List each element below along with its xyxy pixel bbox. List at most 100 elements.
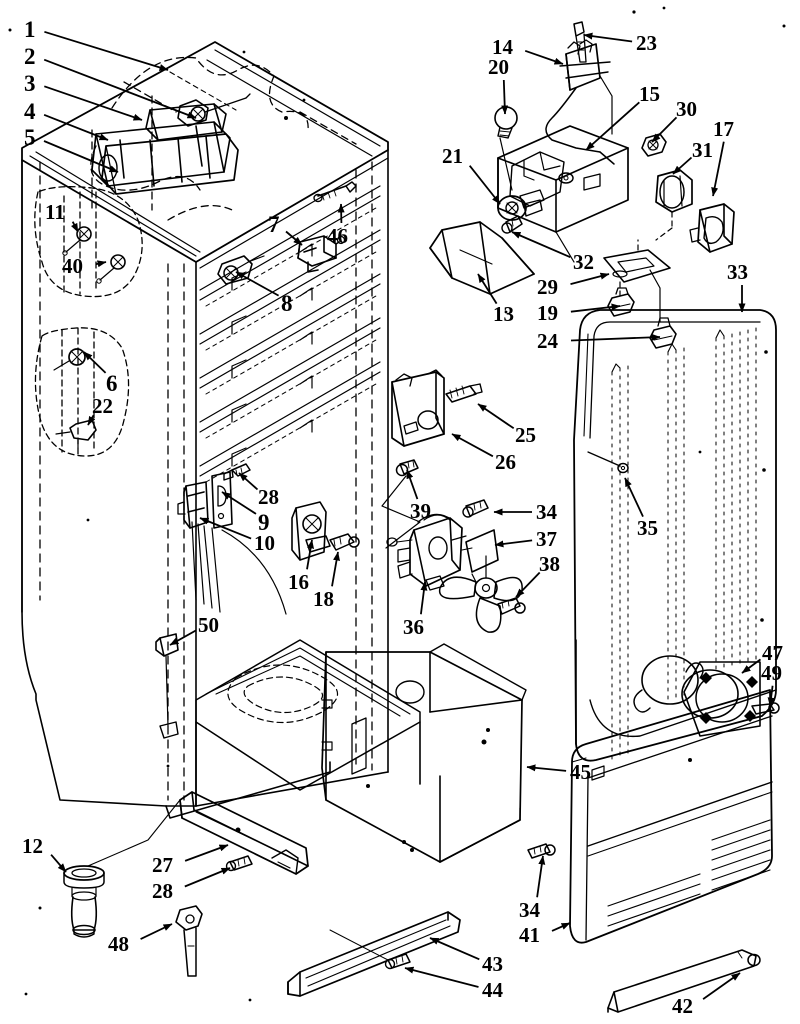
leader-line-24 — [570, 333, 661, 342]
callout-number-17: 17 — [713, 117, 734, 141]
leader-line-37 — [494, 539, 533, 548]
part-light-socket-3 — [177, 93, 251, 127]
leader-line-11 — [70, 221, 79, 233]
leader-line-36 — [420, 581, 428, 615]
part-screw-25 — [445, 383, 483, 403]
callout-number-39: 39 — [410, 499, 431, 523]
callout-number-19: 19 — [537, 301, 558, 325]
callout-number-16: 16 — [288, 570, 309, 594]
leader-line-19 — [570, 303, 621, 313]
callout-number-49: 49 — [761, 661, 782, 685]
callout-number-40: 40 — [62, 254, 83, 278]
leader-line-26 — [451, 433, 494, 458]
leader-line-1 — [44, 30, 169, 71]
callout-number-7: 7 — [268, 212, 280, 237]
callout-number-37: 37 — [536, 527, 557, 551]
part-grommet-8 — [217, 255, 265, 285]
callout-number-44: 44 — [482, 978, 503, 1002]
leader-line-7 — [285, 230, 303, 246]
leader-line-27 — [184, 844, 229, 862]
part-screw-18 — [329, 533, 360, 551]
part-divider-45 — [321, 643, 527, 863]
callout-leaders — [43, 30, 775, 1000]
leader-line-5 — [43, 140, 119, 173]
callout-number-46: 46 — [327, 224, 348, 248]
part-screw-44 — [384, 953, 411, 970]
part-grille-41 — [569, 689, 773, 944]
part-roller-31 — [655, 169, 693, 241]
leader-line-49 — [767, 685, 775, 707]
callout-number-30: 30 — [676, 97, 697, 121]
callout-number-41: 41 — [519, 923, 540, 947]
callout-number-24: 24 — [537, 329, 558, 353]
leader-line-32 — [511, 231, 571, 259]
part-grommet-19 — [607, 287, 635, 317]
callout-number-13: 13 — [493, 302, 514, 326]
part-air-duct-5 — [98, 133, 239, 195]
part-screw-34-lower — [527, 843, 556, 859]
leader-line-8 — [235, 271, 280, 297]
callout-number-35: 35 — [637, 516, 658, 540]
leader-line-42 — [702, 972, 741, 1000]
part-knob-21 — [497, 195, 543, 221]
part-fan-blade-37 — [438, 529, 523, 633]
leader-line-22 — [87, 414, 96, 426]
callout-number-8: 8 — [281, 291, 293, 316]
leader-line-4 — [43, 113, 109, 141]
leader-line-6 — [83, 351, 107, 374]
leader-line-48 — [140, 923, 173, 940]
callout-number-32: 32 — [573, 250, 594, 274]
part-evaporator-cover-33 — [573, 309, 777, 762]
callout-number-50: 50 — [198, 613, 219, 637]
part-strike-plate-9 — [211, 471, 233, 529]
callout-number-27: 27 — [152, 853, 173, 877]
part-handle-48 — [175, 905, 203, 977]
part-screw-46 — [313, 181, 357, 203]
callout-number-29: 29 — [537, 275, 558, 299]
leader-line-25 — [477, 403, 515, 430]
part-bottom-rail-42 — [607, 949, 761, 1013]
leader-line-21 — [468, 165, 501, 205]
callout-number-21: 21 — [442, 144, 463, 168]
leader-line-47 — [741, 658, 762, 674]
base-pan — [195, 639, 421, 807]
leader-line-40 — [95, 260, 107, 268]
liner-top-ribs — [29, 49, 389, 269]
part-toe-rail-27 — [179, 791, 309, 875]
callout-number-33: 33 — [727, 260, 748, 284]
callout-number-1: 1 — [24, 17, 36, 42]
callout-number-34: 34 — [536, 500, 557, 524]
callout-number-20: 20 — [488, 55, 509, 79]
leader-line-2 — [43, 58, 197, 119]
leader-line-35 — [624, 477, 644, 517]
callout-number-12: 12 — [22, 834, 43, 858]
part-light-lens-4 — [91, 121, 231, 187]
leader-line-13 — [477, 273, 498, 305]
leader-line-17 — [711, 141, 725, 197]
leader-line-41 — [551, 922, 571, 932]
part-leveling-leg-12 — [63, 799, 181, 938]
leader-line-43 — [429, 937, 480, 961]
leader-line-29 — [570, 272, 610, 285]
screw-detail-40 — [96, 254, 126, 284]
callout-number-28: 28 — [152, 879, 173, 903]
part-fan-motor-36 — [386, 513, 467, 591]
part-screw-38 — [497, 597, 526, 615]
leader-line-30 — [651, 116, 678, 143]
leader-line-23 — [583, 32, 633, 43]
callout-number-28: 28 — [258, 485, 279, 509]
leader-line-28 — [184, 867, 231, 888]
leader-line-28 — [238, 472, 259, 491]
callout-number-22: 22 — [92, 394, 113, 418]
part-hinge-block-10 — [177, 481, 209, 529]
callout-number-3: 3 — [24, 71, 36, 96]
part-door-latch-16 — [291, 501, 331, 561]
part-thermostat-14 — [545, 39, 615, 165]
leader-line-9 — [221, 491, 257, 515]
leader-line-38 — [515, 571, 541, 598]
callout-number-31: 31 — [692, 138, 713, 162]
leader-43-44 — [329, 929, 389, 961]
drawing-specks — [8, 6, 786, 1002]
